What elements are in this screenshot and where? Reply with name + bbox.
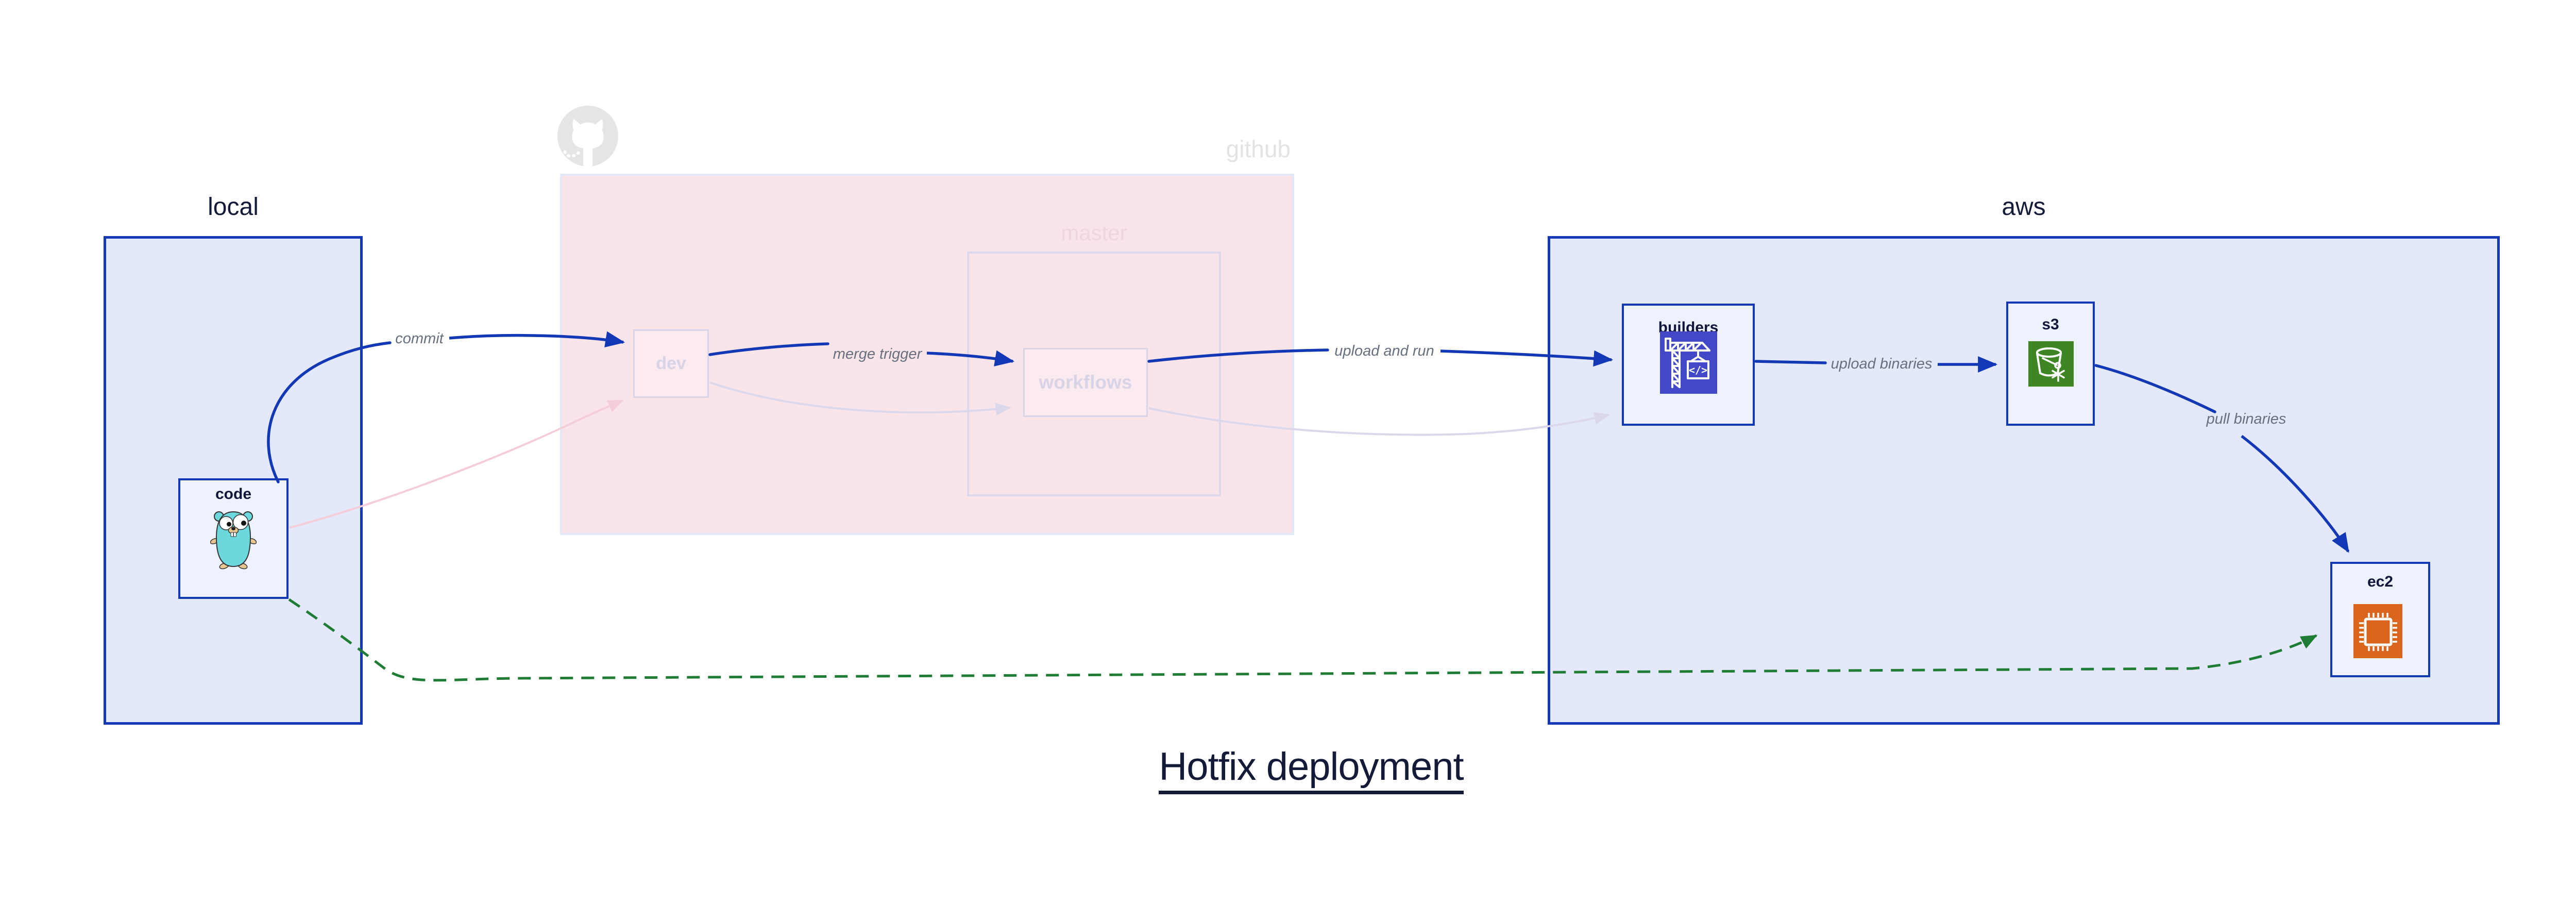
node-dev: dev: [633, 329, 709, 398]
diagram-title-wrap: Hotfix deployment: [1054, 746, 1569, 794]
edge-label-merge-trigger: merge trigger: [833, 346, 922, 362]
node-workflows-label: workflows: [1039, 372, 1132, 393]
codebuild-crane-icon: </>: [1660, 331, 1717, 394]
edge-label-upload-and-run: upload and run: [1334, 343, 1434, 359]
edge-label-pull-binaries: pull binaries: [2206, 411, 2286, 427]
node-code-label: code: [215, 486, 252, 503]
go-gopher-icon: [210, 508, 257, 570]
node-workflows: workflows: [1023, 348, 1148, 417]
node-ec2-label: ec2: [2367, 573, 2394, 590]
local-group-label: local: [208, 193, 259, 221]
node-s3-label: s3: [2042, 316, 2059, 333]
master-branch-label: master: [1061, 221, 1127, 245]
github-octocat-icon: [556, 105, 619, 168]
svg-text:</>: </>: [1689, 364, 1707, 376]
aws-group-label: aws: [2002, 193, 2046, 221]
github-group-label: github: [1226, 136, 1291, 162]
edge-label-commit: commit: [395, 330, 444, 347]
group-master-box: [967, 252, 1221, 496]
s3-glacier-bucket-icon: [2028, 341, 2074, 387]
node-dev-label: dev: [656, 354, 686, 373]
ec2-chip-icon: [2353, 604, 2402, 658]
edge-label-upload-binaries: upload binaries: [1831, 356, 1933, 372]
diagram-title: Hotfix deployment: [1159, 746, 1464, 794]
